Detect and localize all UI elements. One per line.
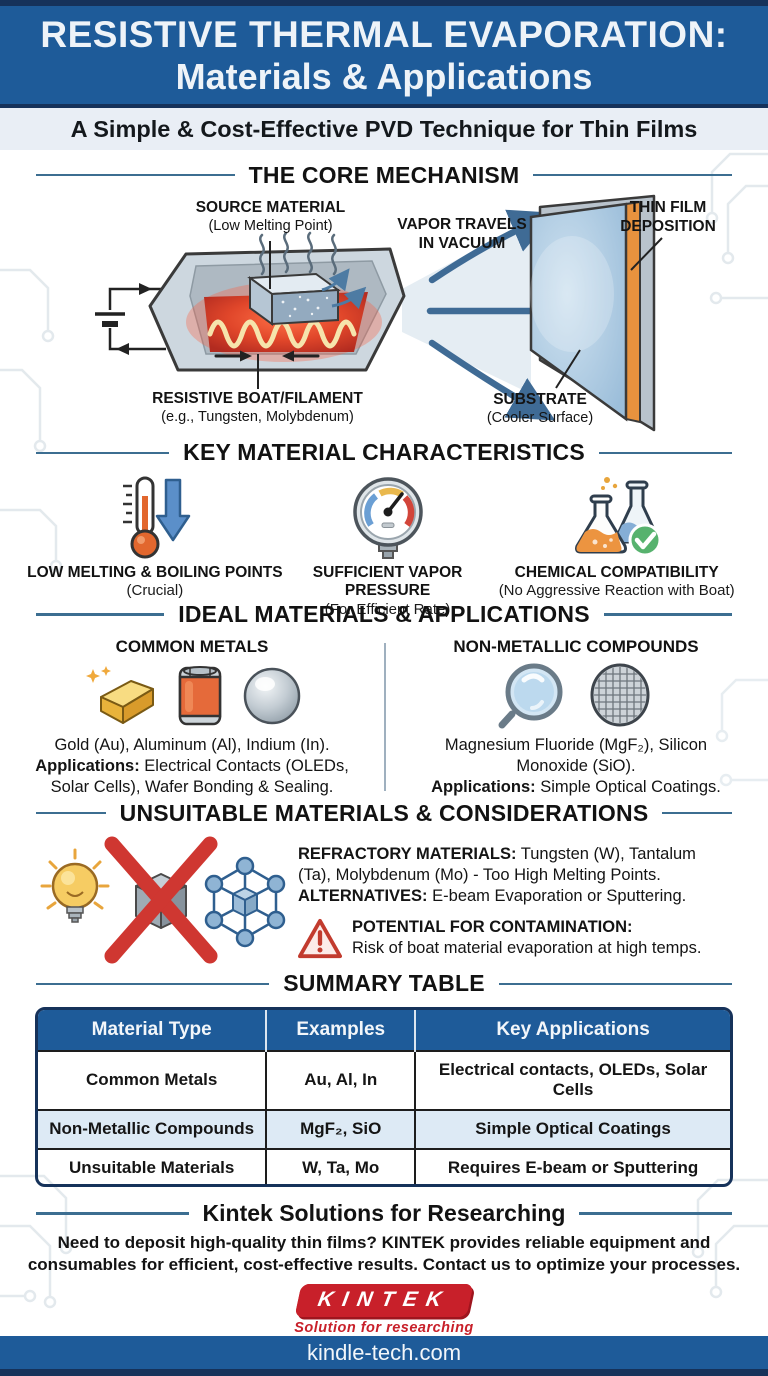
optical-lens-icon [498,663,563,729]
contamination-warning: POTENTIAL FOR CONTAMINATION: Risk of boa… [298,917,732,961]
evaporation-diagram-art [95,194,663,432]
core-mechanism-diagram: SOURCE MATERIAL (Low Melting Point) VAPO… [0,194,768,438]
divider-line [36,811,106,815]
circuit-decoration [705,152,768,305]
common-metals-text: Gold (Au), Aluminum (Al), Indium (In). A… [35,736,349,796]
table-cell: MgF₂, SiO [265,1108,416,1149]
divider-line [36,173,235,177]
summary-table: Material Type Examples Key Applications … [35,1006,733,1187]
characteristic-chemical-compatibility: CHEMICAL COMPATIBILITY (No Aggressive Re… [491,474,742,600]
top-accent-strip [0,0,768,6]
table-cell: Requires E-beam or Sputtering [414,1147,730,1184]
divider-line [662,811,733,815]
divider-line [36,1212,189,1215]
gold-ingot-icon [86,666,154,725]
label-resistive-boat: RESISTIVE BOAT/FILAMENT (e.g., Tungsten,… [152,389,363,425]
thermometer-down-arrow-icon [122,476,191,559]
ideal-materials-row: COMMON METALS [0,635,768,798]
column-header: Key Applications [414,1009,730,1051]
page-title-line1: RESISTIVE THERMAL EVAPORATION: [40,13,728,55]
table-cell: Simple Optical Coatings [414,1108,730,1149]
column-header: Material Type [38,1009,267,1051]
table-row: Unsuitable Materials W, Ta, Mo Requires … [38,1147,730,1184]
circuit-decoration [0,1174,73,1309]
bottom-accent-strip [0,1369,768,1376]
table-row: Common Metals Au, Al, In Electrical cont… [38,1049,730,1110]
refractory-materials-text: REFRACTORY MATERIALS: Tungsten (W), Tant… [298,845,696,885]
label-source-material: SOURCE MATERIAL (Low Melting Point) [195,198,346,234]
section-heading-kintek: Kintek Solutions for Researching [0,1199,768,1229]
alternatives-text: ALTERNATIVES: E-beam Evaporation or Sput… [298,886,687,905]
unsuitable-materials-row: REFRACTORY MATERIALS: Tungsten (W), Tant… [0,836,768,969]
flasks-check-icon [574,476,662,557]
table-cell: Unsuitable Materials [38,1147,267,1184]
circuit-decoration [715,678,768,787]
kintek-tagline: Solution for researching [294,1320,474,1337]
characteristic-low-melting: LOW MELTING & BOILING POINTS (Crucial) [26,474,284,600]
metal-sphere-icon [243,667,301,725]
divider-line [36,613,165,616]
label-vapor-travels: VAPOR TRAVELS IN VACUUM [397,215,527,252]
characteristic-vapor-pressure: SUFFICIENT VAPOR PRESSURE (For Efficient… [284,474,492,618]
kintek-description: Need to deposit high-quality thin films?… [27,1233,741,1274]
non-metallic-compounds-column: NON-METALLIC COMPOUNDS [384,635,768,798]
section-title: THE CORE MECHANISM [248,161,520,188]
table-header-row: Material Type Examples Key Applications [38,1009,730,1051]
divider-line [579,1212,733,1215]
table-row: Non-Metallic Compounds MgF₂, SiO Simple … [38,1108,730,1149]
section-title: UNSUITABLE MATERIALS & CONSIDERATIONS [119,799,649,826]
pressure-gauge-icon [352,476,423,559]
section-heading-characteristics: KEY MATERIAL CHARACTERISTICS [0,438,768,468]
kintek-logo-text: KINTEK [316,1288,453,1312]
crossed-out-materials-icon [40,836,286,964]
table-cell: Non-Metallic Compounds [38,1108,267,1149]
kintek-logo-block: KINTEK Solution for researching [0,1284,768,1336]
vertical-divider [384,643,386,792]
aluminum-can-icon [178,666,222,726]
column-header: Examples [265,1009,416,1051]
circuit-decoration [691,1178,768,1299]
label-thin-film: THIN FILM DEPOSITION [620,198,716,235]
table-cell: Au, Al, In [265,1049,416,1110]
page-title-line2: Materials & Applications [175,56,593,98]
common-metals-column: COMMON METALS [0,635,384,798]
table-cell: W, Ta, Mo [265,1147,416,1184]
section-title: IDEAL MATERIALS & APPLICATIONS [178,600,590,627]
section-title: KEY MATERIAL CHARACTERISTICS [183,439,585,466]
divider-line [36,982,270,986]
page-subtitle: A Simple & Cost-Effective PVD Technique … [0,108,768,151]
warning-triangle-icon [298,918,342,959]
table-cell: Common Metals [38,1049,267,1110]
unsuitable-materials-text: REFRACTORY MATERIALS: Tungsten (W), Tant… [298,844,738,961]
divider-line [498,982,733,986]
divider-line [36,451,170,455]
circuit-decoration [0,268,63,573]
section-title: SUMMARY TABLE [283,970,485,997]
section-heading-core-mechanism: THE CORE MECHANISM [0,160,768,190]
page-header: RESISTIVE THERMAL EVAPORATION: Materials… [0,5,768,109]
section-heading-summary-table: SUMMARY TABLE [0,969,768,999]
divider-line [603,613,732,616]
non-metallic-compounds-text: Magnesium Fluoride (MgF₂), Silicon Monox… [431,736,721,796]
characteristics-row: LOW MELTING & BOILING POINTS (Crucial) [0,474,768,618]
website-bar[interactable]: kindle-tech.com [0,1336,768,1370]
divider-line [533,173,733,177]
section-heading-unsuitable: UNSUITABLE MATERIALS & CONSIDERATIONS [0,798,768,828]
table-cell: Electrical contacts, OLEDs, Solar Cells [414,1049,730,1110]
label-substrate: SUBSTRATE (Cooler Surface) [486,390,594,426]
kintek-logo: KINTEK [294,1284,474,1318]
section-title: Kintek Solutions for Researching [202,1200,566,1227]
mesh-disc-icon [590,663,650,727]
section-heading-ideal-materials: IDEAL MATERIALS & APPLICATIONS [0,600,768,630]
divider-line [598,451,733,455]
